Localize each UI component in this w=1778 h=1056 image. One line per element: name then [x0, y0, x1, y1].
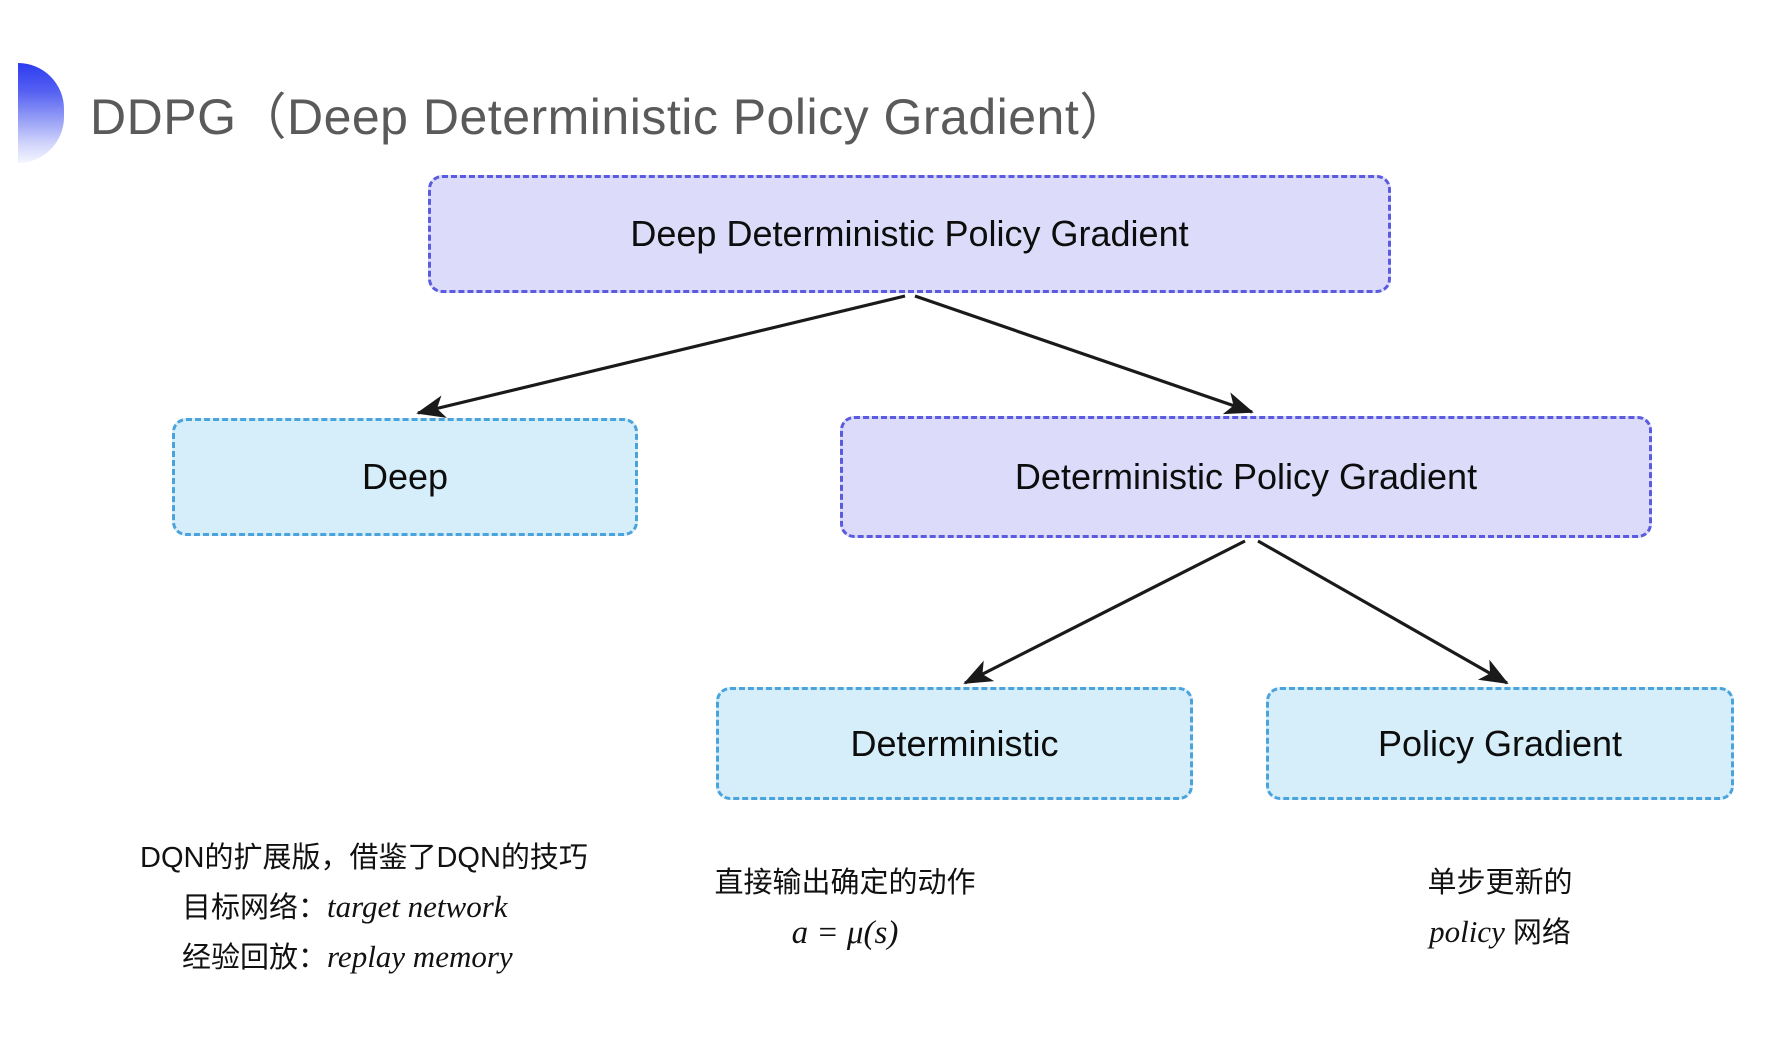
caption-deep-line2: 目标网络：target network	[182, 888, 508, 924]
node-deep[interactable]: Deep	[172, 418, 638, 536]
caption-deep: DQN的扩展版，借鉴了DQN的技巧 目标网络：target network 经验…	[140, 835, 588, 982]
edge-root-to-dpg	[914, 294, 1254, 415]
edge-dpg-to-deterministic	[963, 539, 1246, 685]
half-circle-bullet-icon	[18, 63, 64, 163]
node-label: Deep Deterministic Policy Gradient	[630, 213, 1189, 255]
node-deterministic[interactable]: Deterministic	[716, 687, 1193, 800]
caption-deep-line1: DQN的扩展版，借鉴了DQN的技巧	[140, 842, 588, 874]
page-title: DDPG（Deep Deterministic Policy Gradient）	[90, 89, 1130, 145]
edge-root-to-deep	[416, 294, 906, 418]
node-label: Deterministic	[850, 722, 1059, 764]
caption-policy-gradient-line2: policy 网络	[1429, 913, 1571, 949]
node-label: Deterministic Policy Gradient	[1014, 456, 1478, 498]
slide-title-row: DDPG（Deep Deterministic Policy Gradient）	[0, 58, 1130, 168]
caption-deterministic-line1: 直接输出确定的动作	[714, 867, 976, 899]
caption-deep-line3: 经验回放：replay memory	[182, 939, 513, 975]
node-label: Policy Gradient	[1377, 722, 1623, 764]
node-label: Deep	[361, 456, 449, 498]
node-policy-gradient[interactable]: Policy Gradient	[1266, 687, 1734, 800]
edge-dpg-to-policy-gradient	[1257, 539, 1509, 685]
caption-policy-gradient-line1: 单步更新的	[1427, 867, 1573, 899]
caption-policy-gradient: 单步更新的 policy 网络	[1427, 860, 1572, 957]
caption-deterministic: 直接输出确定的动作 a = μ(s)	[714, 860, 975, 960]
node-deep-deterministic-policy-gradient[interactable]: Deep Deterministic Policy Gradient	[428, 175, 1391, 293]
node-deterministic-policy-gradient[interactable]: Deterministic Policy Gradient	[840, 416, 1652, 538]
caption-deterministic-formula: a = μ(s)	[791, 914, 899, 951]
